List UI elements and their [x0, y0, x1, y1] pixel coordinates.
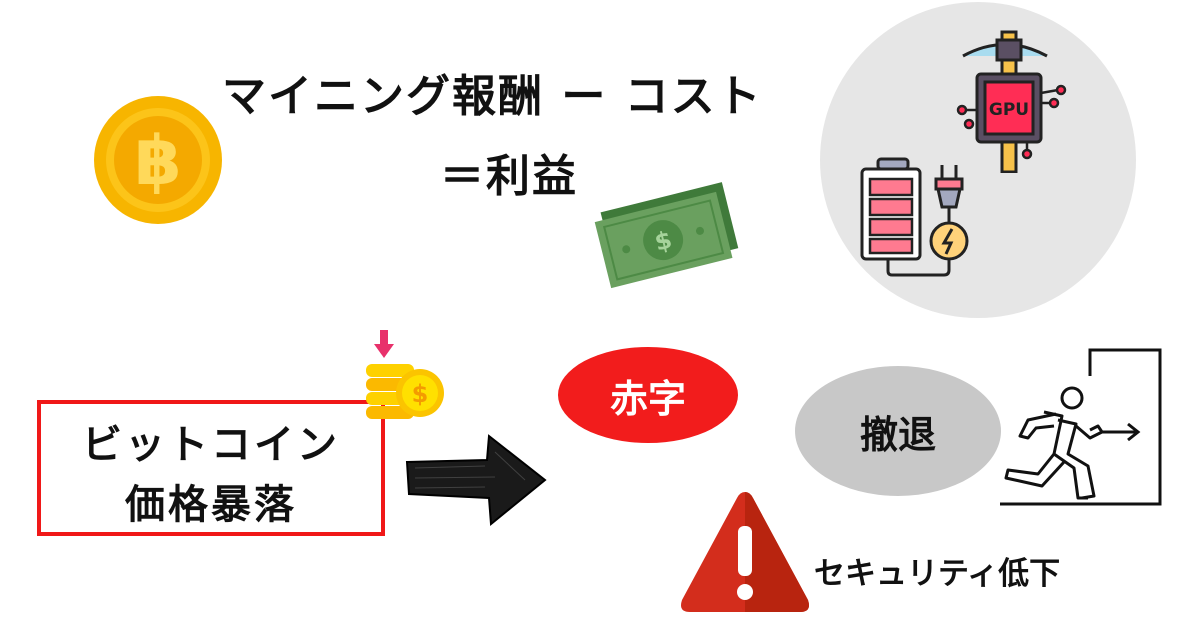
coins-down-icon: $ [366, 330, 444, 419]
bitcoin-icon: ฿ [94, 96, 222, 224]
gpu-label: GPU [989, 100, 1029, 120]
exit-running-icon [1000, 348, 1162, 506]
warning-icon [681, 492, 809, 612]
title-line1: マイニング報酬 ー コスト [222, 71, 763, 122]
battery-plug-icon [860, 157, 969, 277]
deficit-label: 赤字 [609, 376, 686, 421]
title-line2: ＝利益 [440, 151, 578, 202]
price-crash-line1: ビットコイン [82, 422, 340, 468]
price-crash-line2: 価格暴落 [125, 482, 297, 528]
withdrawal-badge: 撤退 [795, 366, 1001, 496]
price-crash-box: ビットコイン 価格暴落 [37, 400, 385, 536]
svg-text:฿: ฿ [134, 122, 181, 201]
arrow-right-icon [405, 434, 547, 526]
security-decline-label: セキュリティ低下 [814, 556, 1061, 592]
svg-text:$: $ [412, 380, 429, 408]
deficit-badge: 赤字 [558, 347, 738, 443]
gpu-pickaxe-icon: GPU [956, 30, 1067, 173]
withdrawal-label: 撤退 [859, 412, 936, 457]
svg-text:$: $ [652, 225, 675, 256]
money-bills-icon: $ [594, 182, 739, 289]
